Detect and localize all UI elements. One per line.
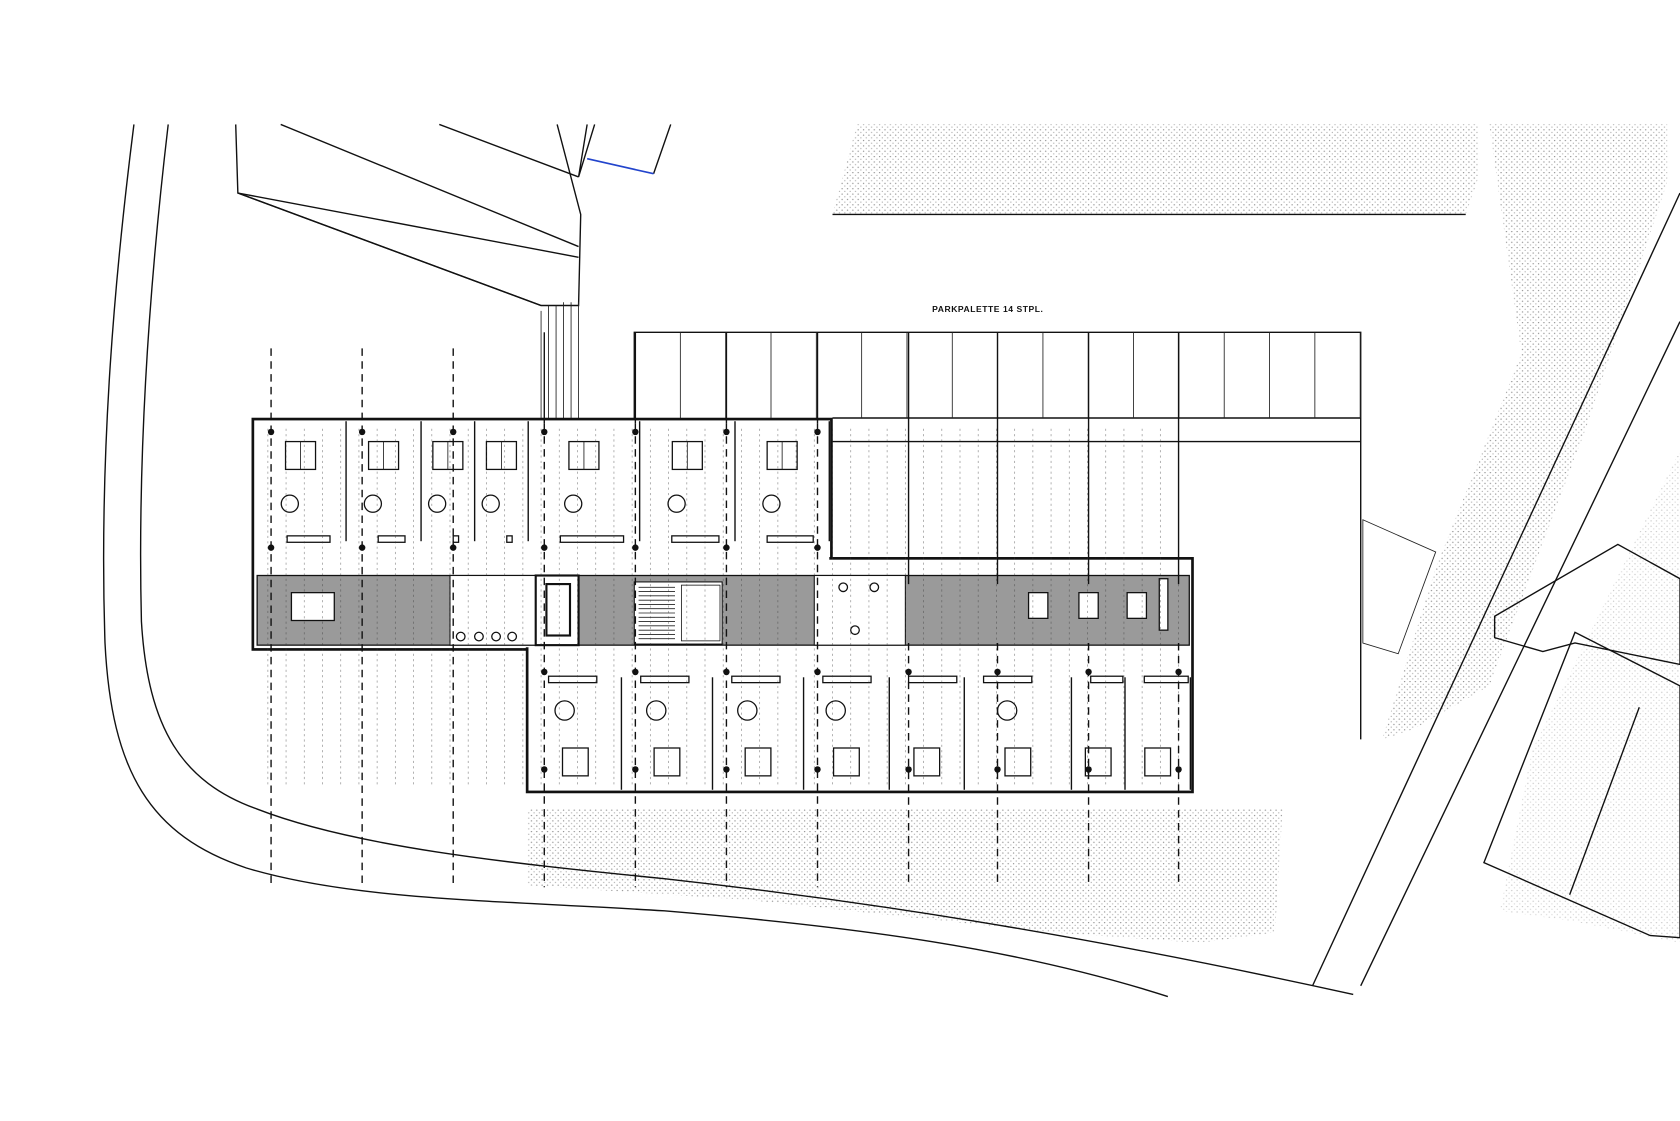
- round-table: [481, 494, 500, 513]
- column: [723, 544, 730, 551]
- shelf: [1143, 675, 1189, 684]
- column: [905, 766, 912, 773]
- column: [905, 668, 912, 676]
- round-table: [554, 700, 575, 721]
- right-buildings: [1483, 543, 1680, 939]
- round-table: [825, 700, 846, 721]
- shelf: [766, 535, 814, 543]
- round-table: [427, 494, 447, 513]
- round-table: [280, 494, 300, 513]
- desk: [653, 747, 681, 777]
- column: [632, 766, 639, 773]
- shelf: [377, 535, 406, 543]
- column: [632, 428, 639, 436]
- desk: [1004, 747, 1032, 777]
- shelf: [559, 535, 625, 543]
- column: [450, 428, 457, 436]
- stair-landing: [681, 584, 721, 642]
- column: [994, 766, 1001, 773]
- shelf: [982, 675, 1033, 684]
- column: [450, 544, 457, 551]
- shelf: [907, 675, 958, 684]
- column: [632, 668, 639, 676]
- toilet: [869, 582, 880, 593]
- structural-grid: [267, 332, 1182, 888]
- column: [814, 766, 821, 773]
- toilet: [507, 631, 518, 642]
- column: [632, 544, 639, 551]
- column: [814, 544, 821, 551]
- column: [358, 428, 366, 436]
- column: [267, 428, 275, 436]
- round-table: [762, 494, 781, 513]
- column: [1175, 766, 1182, 773]
- desk: [1078, 592, 1099, 619]
- toilet: [491, 631, 501, 642]
- column: [541, 766, 548, 773]
- column: [994, 668, 1001, 676]
- desk: [1126, 592, 1148, 619]
- toilet: [455, 631, 466, 642]
- toilet: [473, 631, 484, 642]
- column: [541, 428, 548, 436]
- shelf: [731, 675, 781, 684]
- column: [723, 668, 730, 676]
- shelf: [506, 535, 513, 543]
- shelf: [822, 675, 872, 684]
- desk: [913, 747, 941, 777]
- roads: [102, 124, 1680, 998]
- round-table: [737, 700, 758, 721]
- desk: [561, 747, 589, 777]
- shelf: [1090, 675, 1124, 684]
- cabinet: [1158, 578, 1169, 631]
- column: [267, 544, 275, 551]
- column: [814, 668, 821, 676]
- building: [251, 417, 1194, 794]
- column: [541, 668, 548, 676]
- column: [723, 766, 730, 773]
- column: [1085, 668, 1092, 676]
- round-table: [996, 700, 1018, 721]
- toilet: [838, 582, 849, 593]
- column: [814, 428, 821, 436]
- desk: [744, 747, 772, 777]
- round-table: [645, 700, 667, 721]
- column: [541, 544, 548, 551]
- column: [358, 544, 366, 551]
- column: [1085, 766, 1092, 773]
- desk: [1144, 747, 1172, 777]
- round-table: [667, 494, 686, 513]
- desk: [1027, 592, 1049, 619]
- toilet: [850, 625, 860, 636]
- shelf: [671, 535, 720, 543]
- shelf: [452, 535, 460, 543]
- shelf: [286, 535, 331, 543]
- shelf: [547, 675, 598, 684]
- round-table: [564, 494, 583, 513]
- parking-label: PARKPALETTE 14 STPL.: [932, 304, 1043, 314]
- column: [1175, 668, 1182, 676]
- meeting-table: [290, 592, 335, 622]
- column: [723, 428, 730, 436]
- desk: [832, 747, 860, 777]
- ramp-stairs: [1362, 519, 1437, 655]
- round-table: [363, 494, 383, 513]
- shelf: [640, 675, 690, 684]
- neighbour-building: [235, 123, 672, 418]
- site-hatching: [527, 124, 1680, 943]
